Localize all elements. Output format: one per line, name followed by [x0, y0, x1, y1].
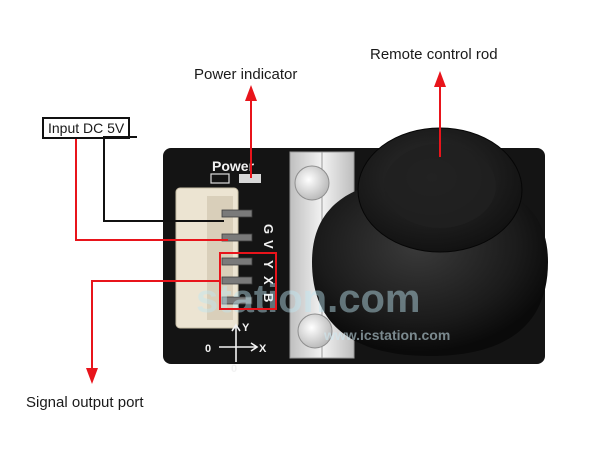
standoff-top	[294, 165, 330, 201]
axis-label-origin-left: 0	[205, 343, 211, 355]
connector-pins	[221, 209, 253, 305]
axis-label-x: X	[259, 343, 267, 355]
input-dc-5v-label: Input DC 5V	[42, 117, 131, 139]
pin-label-v: V	[261, 240, 276, 249]
remote-control-rod-label: Remote control rod	[370, 46, 498, 63]
power-led-left	[210, 173, 230, 184]
signal-output-arrowhead	[86, 368, 98, 384]
pin-y	[221, 257, 253, 266]
axis-label-y: Y	[242, 322, 250, 334]
power-led-right	[239, 174, 261, 183]
pin-label-g: G	[261, 224, 276, 234]
watermark-main: station.com	[196, 277, 420, 321]
watermark-sub: www.icstation.com	[323, 327, 450, 343]
pin-v	[221, 233, 253, 242]
pin-g	[221, 209, 253, 218]
axis-marking	[219, 323, 259, 362]
pin-b	[221, 296, 253, 305]
pin-label-x: X	[261, 276, 276, 285]
axis-label-origin-bottom: 0	[231, 363, 237, 375]
pin-x	[221, 276, 253, 285]
wire-input-vcc	[75, 137, 228, 241]
power-silkscreen: Power	[212, 158, 255, 174]
power-indicator-label: Power indicator	[194, 66, 298, 83]
standoff-bottom	[297, 313, 333, 349]
remote-rod-arrowhead	[434, 71, 446, 87]
joystick-cap-dish	[384, 144, 496, 228]
pin-label-y: Y	[261, 260, 276, 269]
pin-label-b: B	[261, 293, 276, 302]
power-indicator-arrowhead	[245, 85, 257, 101]
signal-output-leader	[91, 280, 220, 370]
signal-output-port-label: Signal output port	[26, 394, 144, 411]
